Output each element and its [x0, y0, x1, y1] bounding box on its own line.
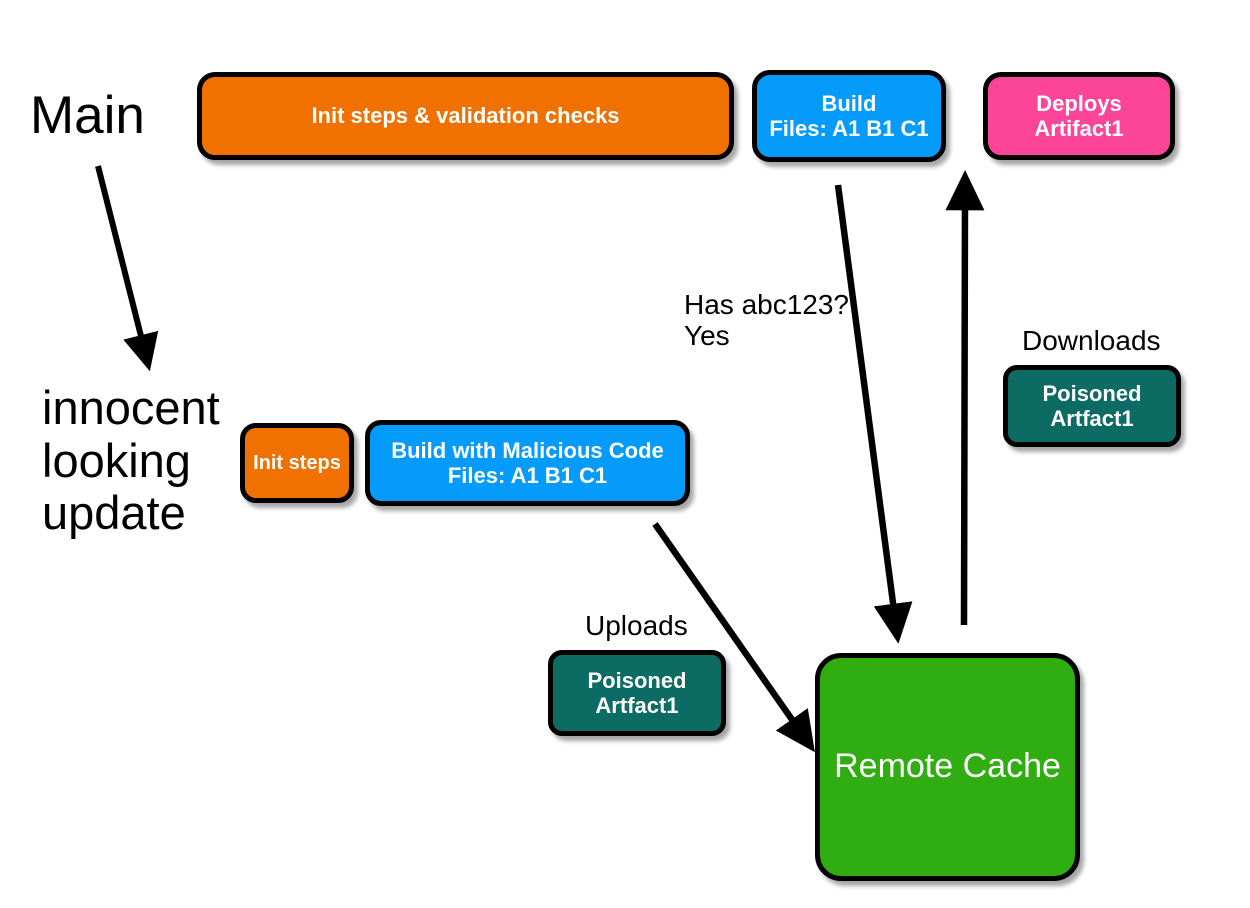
- uploads-label: Uploads: [585, 610, 688, 641]
- node-remote-cache[interactable]: Remote Cache: [815, 653, 1080, 881]
- node-pr-malicious-build[interactable]: Build with Malicious Code Files: A1 B1 C…: [365, 420, 690, 506]
- node-main-deploy[interactable]: Deploys Artifact1: [983, 72, 1175, 160]
- feature-branch-label: innocent looking update: [42, 381, 220, 540]
- arrow-cache-to-deploy: [945, 170, 985, 626]
- main-branch-label: Main: [30, 86, 145, 145]
- node-pr-init-steps[interactable]: Init steps: [240, 423, 354, 503]
- node-poisoned-artifact-uploaded[interactable]: Poisoned Artfact1: [548, 650, 726, 736]
- node-poisoned-artifact-downloaded[interactable]: Poisoned Artfact1: [1003, 365, 1181, 447]
- cache-query-label: Has abc123? Yes: [684, 289, 850, 352]
- arrow-main-to-branch: [95, 165, 159, 372]
- node-main-build[interactable]: Build Files: A1 B1 C1: [752, 70, 946, 162]
- arrow-build-to-cache: [834, 184, 913, 644]
- downloads-label: Downloads: [1022, 325, 1161, 356]
- node-main-init-steps[interactable]: Init steps & validation checks: [197, 72, 734, 160]
